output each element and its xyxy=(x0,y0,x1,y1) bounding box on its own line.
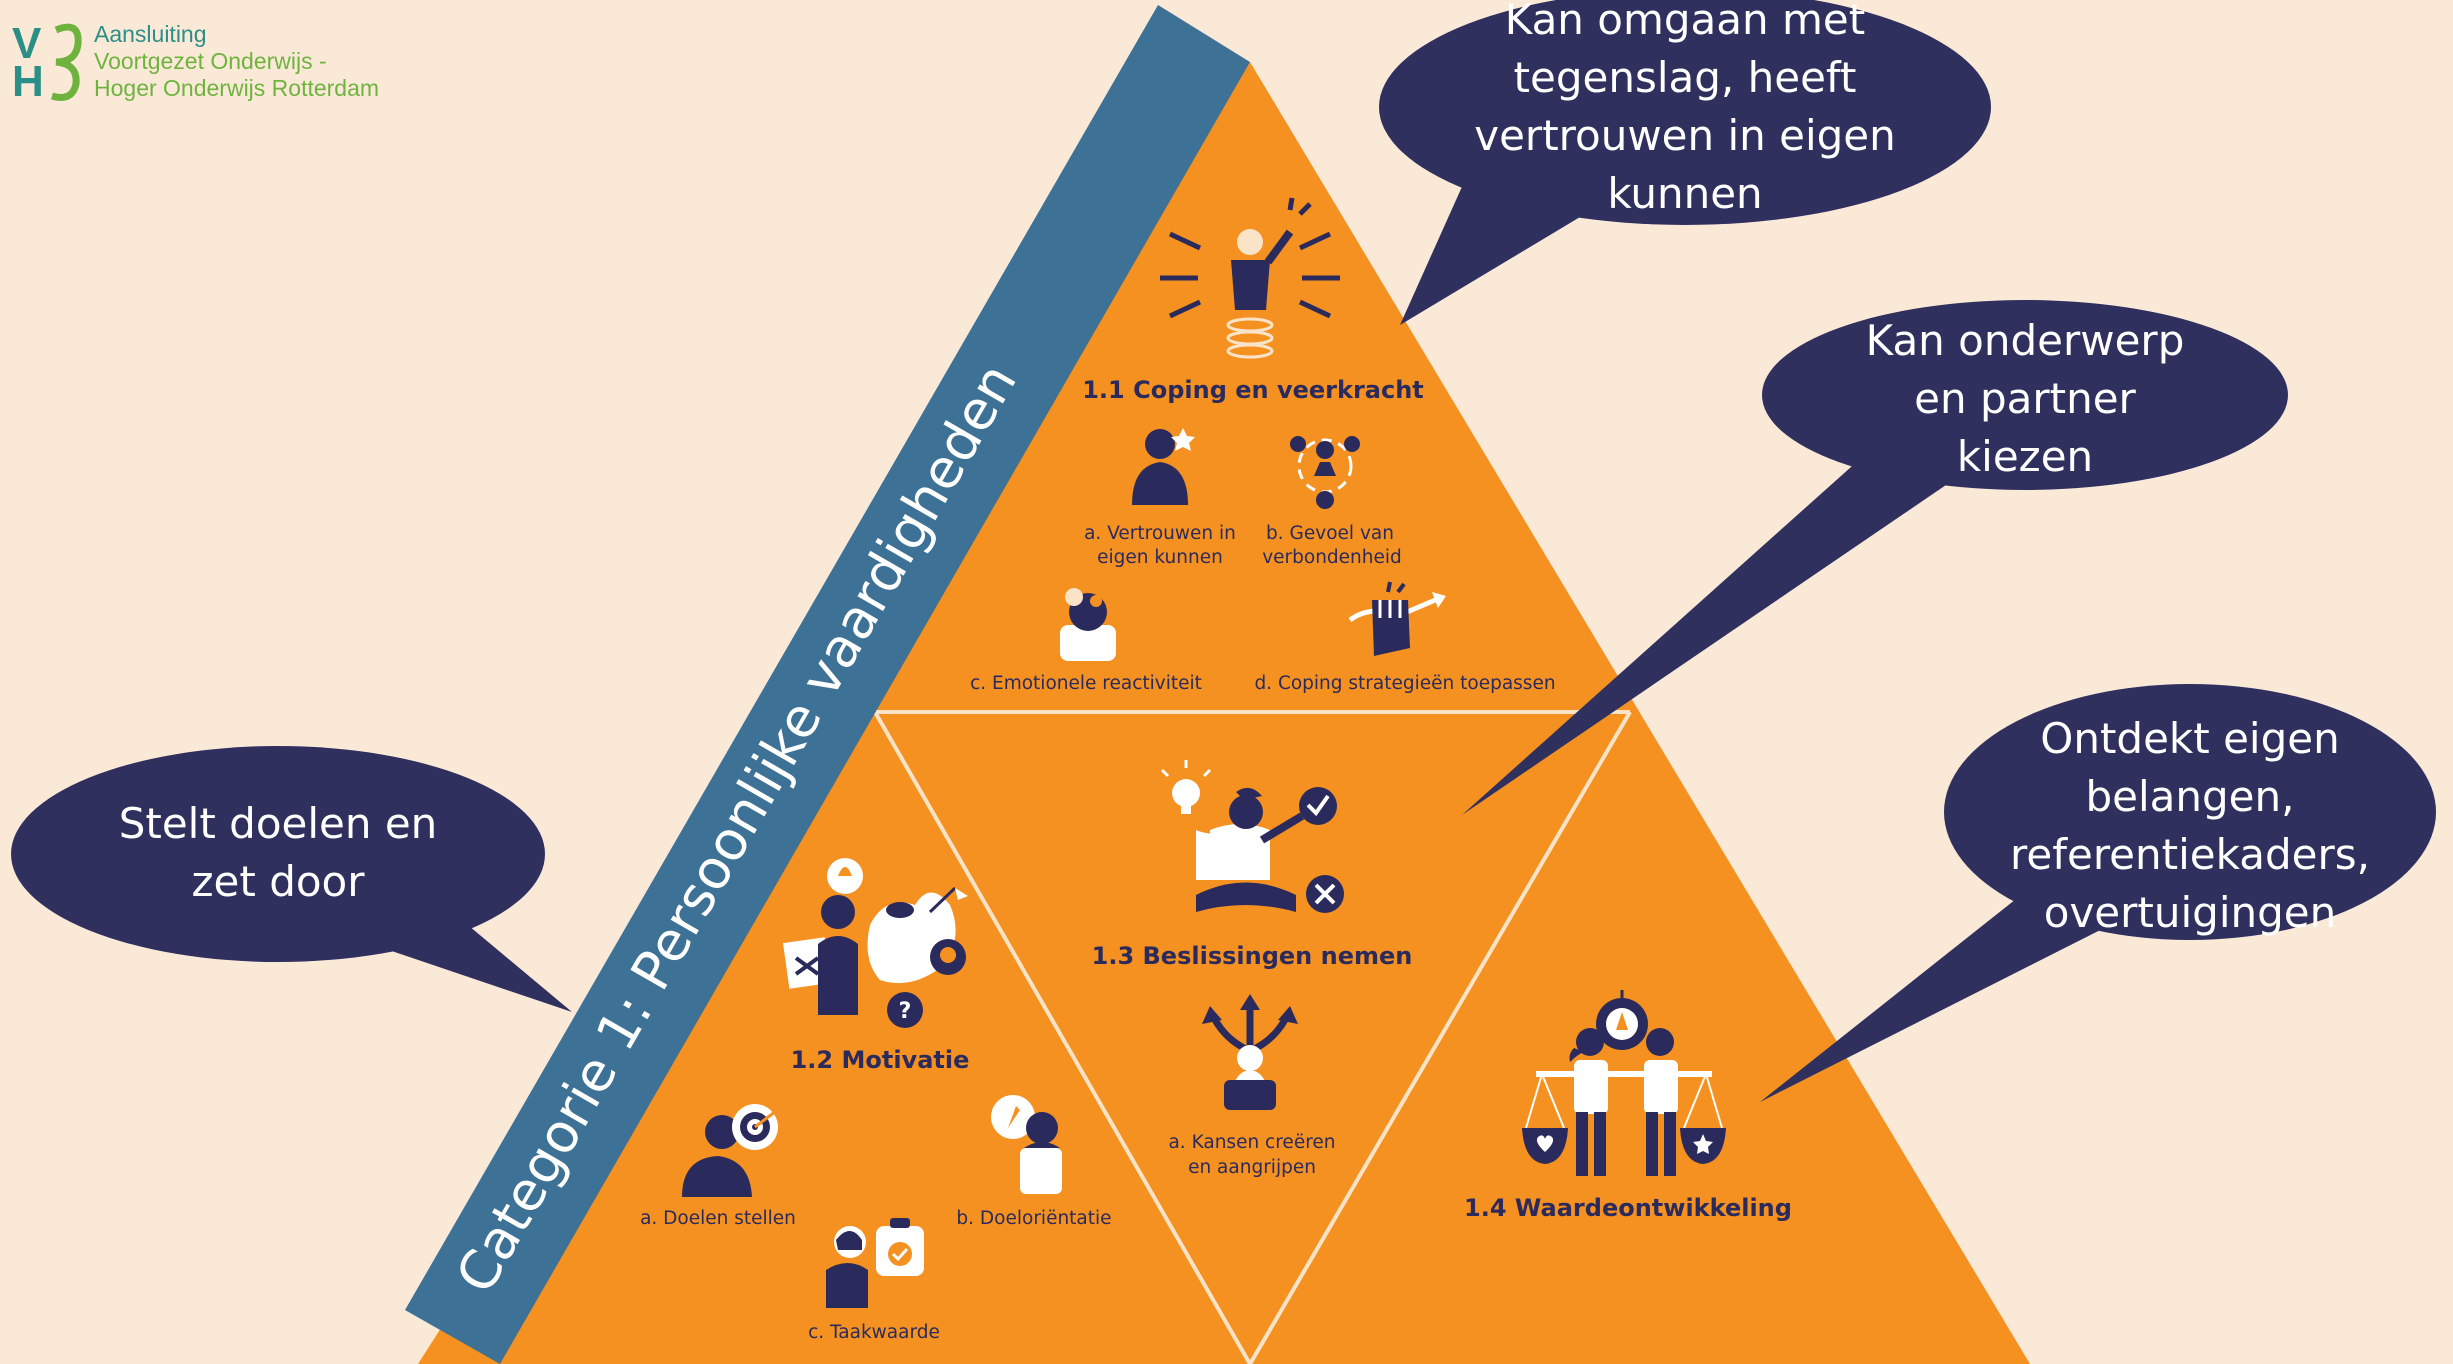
bubble-right-line2: belangen, xyxy=(2086,772,2295,821)
waarde-title: 1.4 Waardeontwikkeling xyxy=(1464,1194,1792,1222)
section-coping: 1.1 Coping en veerkracht a. Vertrouwen i… xyxy=(970,197,1556,694)
bubble-top-line2: tegenslag, heeft xyxy=(1514,53,1857,102)
bubble-left: Stelt doelen en zet door xyxy=(11,746,572,1012)
motivation-person-icon: ? xyxy=(783,858,968,1028)
svg-text:?: ? xyxy=(899,999,912,1024)
emotion-icon xyxy=(1060,588,1116,661)
beslissingen-a-line1: a. Kansen creëren xyxy=(1168,1132,1335,1153)
coping-c-label: c. Emotionele reactiviteit xyxy=(970,673,1202,694)
connectedness-icon xyxy=(1290,436,1360,509)
coping-b-line2: verbondenheid xyxy=(1262,547,1402,568)
confidence-icon xyxy=(1132,428,1195,505)
logo-mark-v: V xyxy=(12,19,42,68)
bubble-left-line1: Stelt doelen en xyxy=(119,799,438,848)
logo-line1: Aansluiting xyxy=(94,21,207,47)
logo-line3: Hoger Onderwijs Rotterdam xyxy=(94,75,379,101)
strategy-fist-icon xyxy=(1348,581,1446,656)
task-value-icon xyxy=(826,1218,924,1308)
bubble-left-line2: zet door xyxy=(191,857,365,906)
values-scale-icon xyxy=(1522,990,1726,1176)
motivatie-c-label: c. Taakwaarde xyxy=(808,1322,940,1343)
coping-a-line2: eigen kunnen xyxy=(1097,547,1223,568)
section-motivatie: ? 1.2 Motivatie a. Doelen stellen b. Doe… xyxy=(640,858,1112,1343)
coping-a-line1: a. Vertrouwen in xyxy=(1084,523,1236,544)
bubble-middle: Kan onderwerp en partner kiezen xyxy=(1462,300,2288,815)
motivatie-b-label: b. Doeloriëntatie xyxy=(956,1208,1111,1229)
beslissingen-a-line2: en aangrijpen xyxy=(1188,1157,1316,1178)
bubble-middle-line3: kiezen xyxy=(1957,432,2093,481)
crossroads-arrows-icon xyxy=(1202,994,1298,1110)
bubble-top-line3: vertrouwen in eigen xyxy=(1474,111,1896,160)
logo-link-icon xyxy=(50,23,82,101)
section-waarde: 1.4 Waardeontwikkeling xyxy=(1464,990,1792,1222)
section-beslissingen: 1.3 Beslissingen nemen a. Kansen creëren… xyxy=(1092,760,1413,1178)
bubble-right-line3: referentiekaders, xyxy=(2010,830,2370,879)
resilience-person-icon xyxy=(1160,197,1340,359)
pyramid-dividers xyxy=(873,710,1632,1364)
category-band xyxy=(405,5,1250,1364)
goal-target-icon xyxy=(682,1104,781,1197)
bubble-right-line4: overtuigingen xyxy=(2044,888,2336,937)
logo-mark-h: H xyxy=(12,57,44,106)
coping-title: 1.1 Coping en veerkracht xyxy=(1082,376,1424,404)
motivatie-title: 1.2 Motivatie xyxy=(791,1046,970,1074)
bubble-right: Ontdekt eigen belangen, referentiekaders… xyxy=(1760,684,2436,1102)
bubble-middle-line1: Kan onderwerp xyxy=(1866,316,2185,365)
decision-person-icon xyxy=(1160,760,1344,913)
bubble-top-line1: Kan omgaan met xyxy=(1505,0,1865,44)
bubble-middle-line2: en partner xyxy=(1914,374,2136,423)
motivatie-a-label: a. Doelen stellen xyxy=(640,1208,796,1229)
coping-d-label: d. Coping strategieën toepassen xyxy=(1254,673,1555,694)
logo-line2: Voortgezet Onderwijs - xyxy=(94,48,327,74)
bubble-top-line4: kunnen xyxy=(1607,169,1762,218)
goal-orientation-icon xyxy=(991,1095,1062,1194)
beslissingen-title: 1.3 Beslissingen nemen xyxy=(1092,942,1413,970)
bubble-right-line1: Ontdekt eigen xyxy=(2040,714,2339,763)
coping-b-line1: b. Gevoel van xyxy=(1266,523,1394,544)
bubble-top: Kan omgaan met tegenslag, heeft vertrouw… xyxy=(1379,0,1991,325)
logo: V H Aansluiting Voortgezet Onderwijs - H… xyxy=(12,19,379,106)
